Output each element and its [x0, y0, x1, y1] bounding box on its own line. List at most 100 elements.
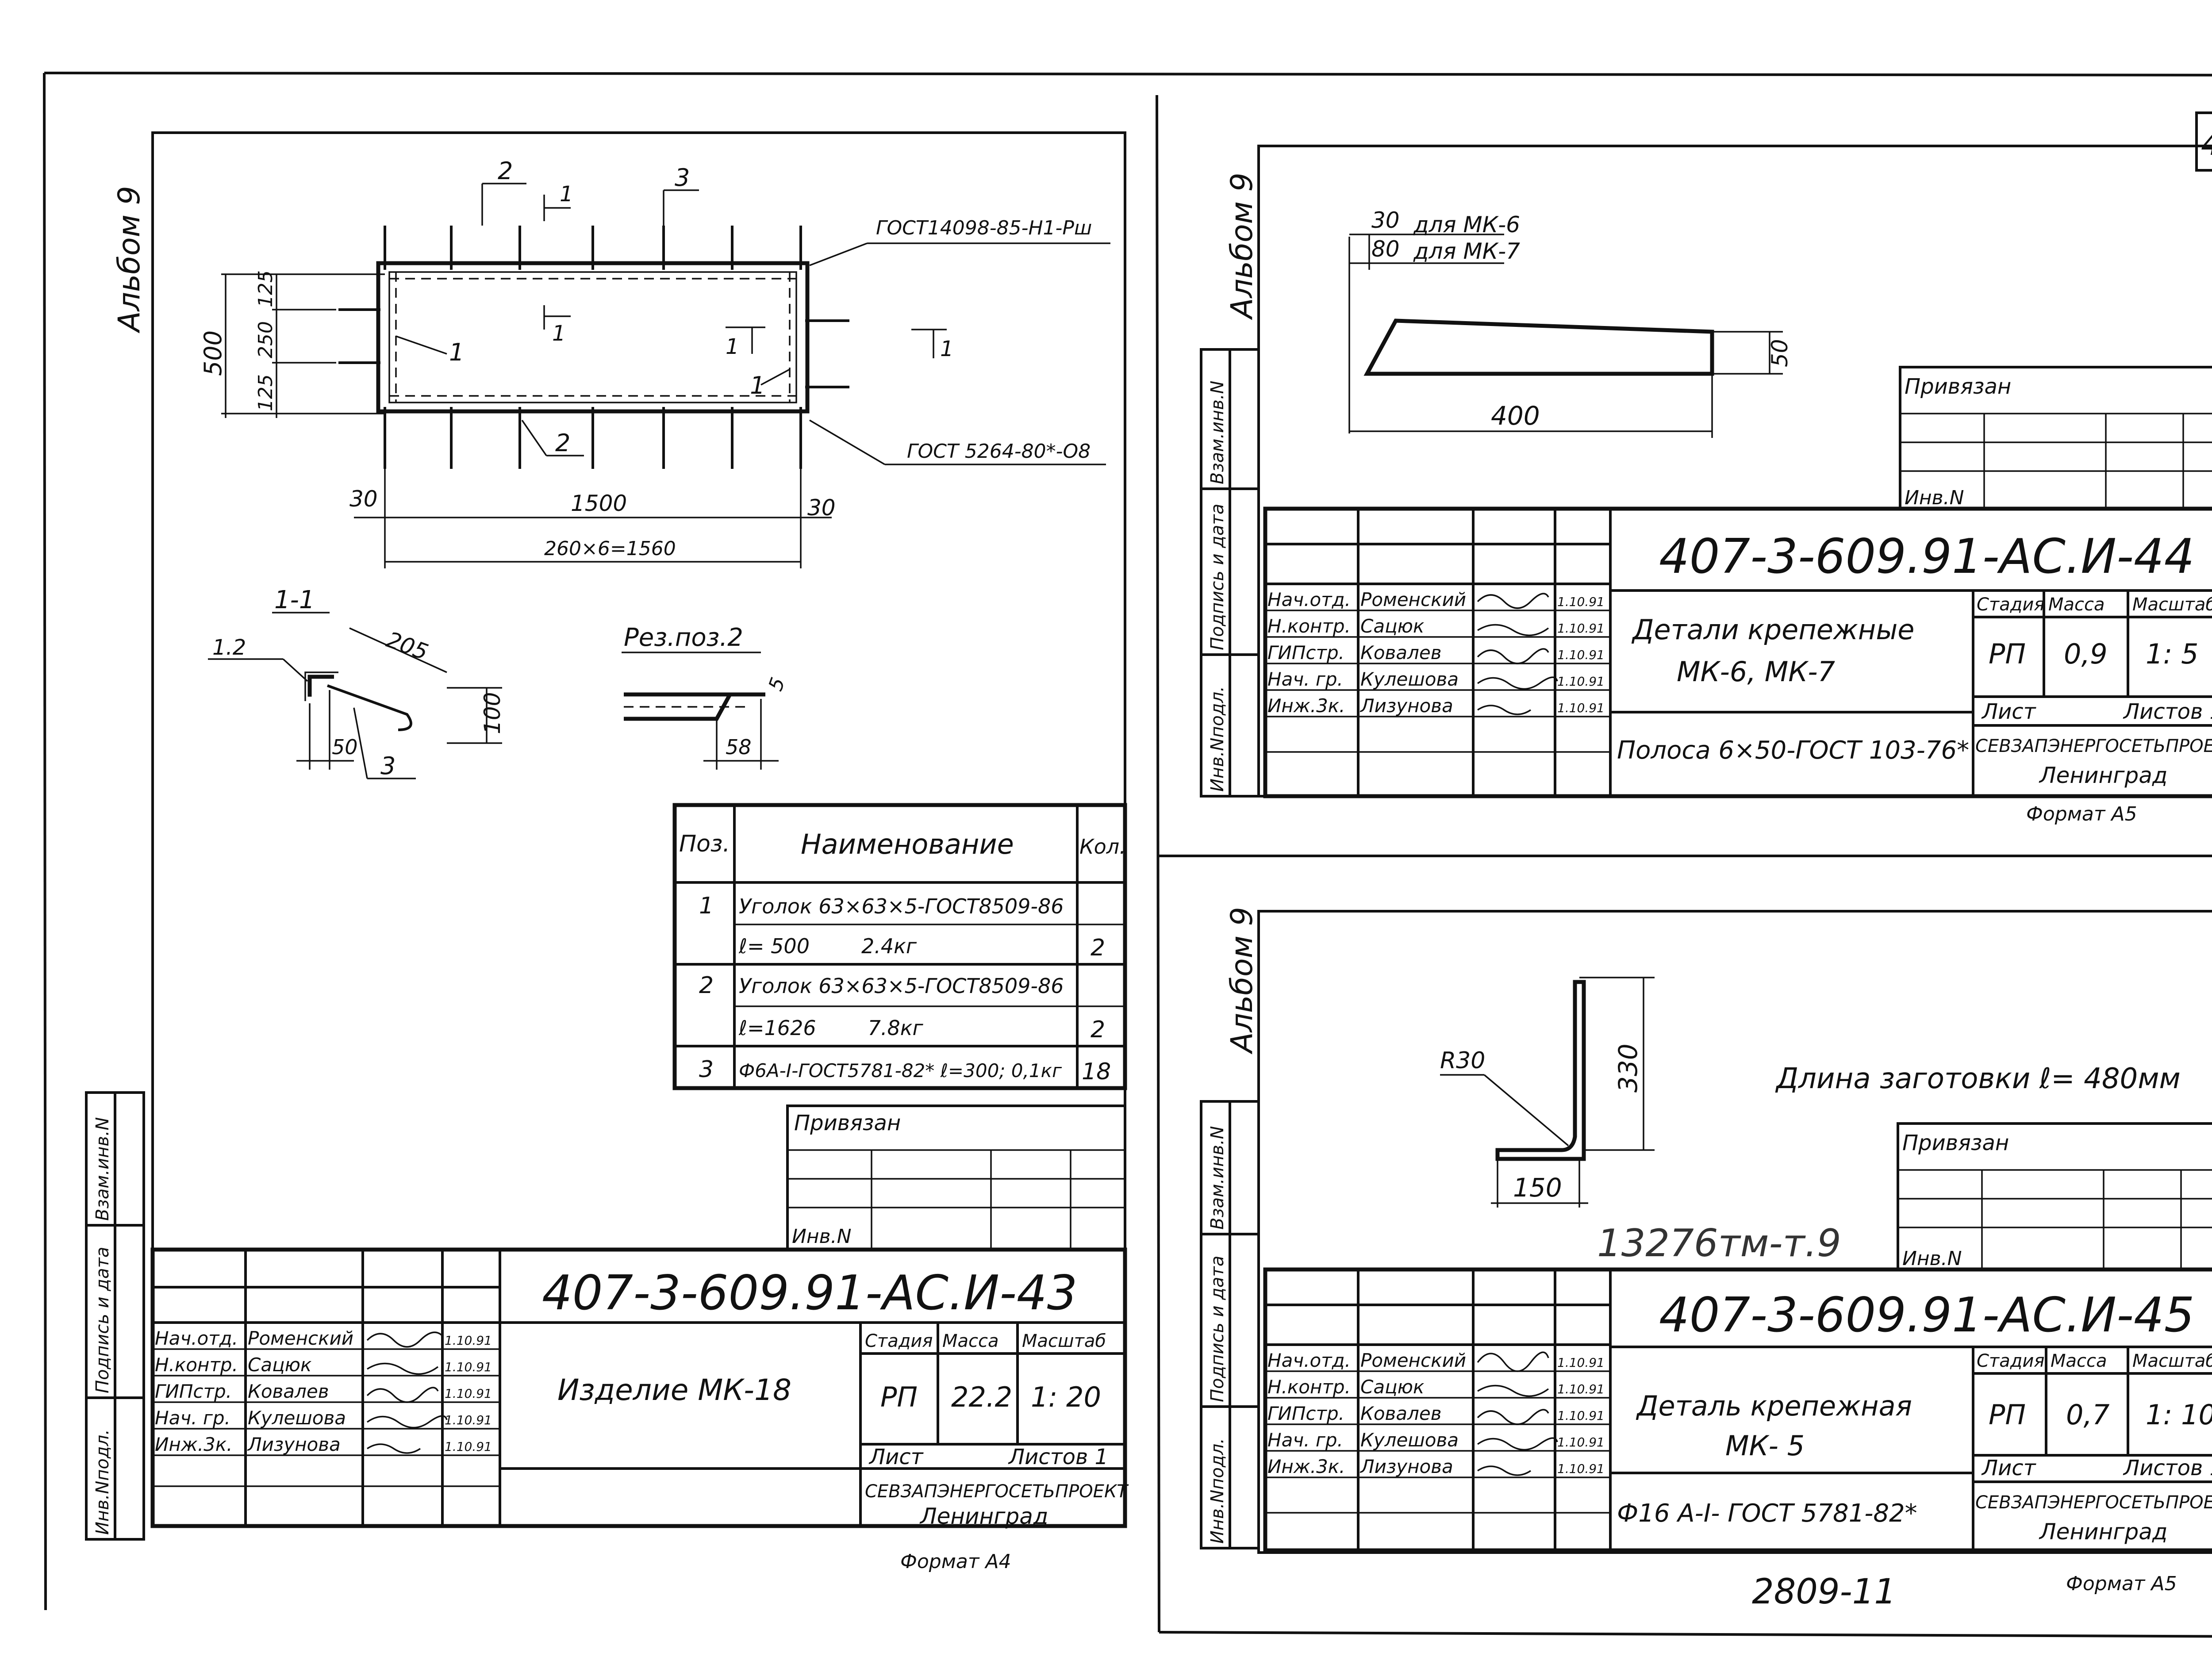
mass-hdr-43: Масса [942, 1331, 999, 1351]
album-label-44: Альбом 9 [1225, 173, 1260, 320]
date-44-5: 1.10.91 [1557, 701, 1605, 715]
material-44: Полоса 6×50-ГОСТ 103-76* [1617, 736, 1969, 765]
dim-100: 100 [480, 692, 505, 734]
role-44-4: Нач. гр. [1267, 668, 1343, 690]
role-45-4: Нач. гр. [1267, 1429, 1343, 1451]
title-block-43: 407-3-609.91-АС.И-43 Изделие МК-18 Стади… [150, 1247, 1129, 1573]
role-44-5: Инж.3к. [1267, 695, 1345, 717]
side-col-replace-44: Взам.инв.N [1207, 381, 1228, 484]
side-col-inv: Инв.Nподл. [92, 1429, 113, 1535]
date-43-4: 1.10.91 [445, 1413, 492, 1427]
r30: R30 [1440, 1047, 1485, 1074]
role-45-1: Нач.отд. [1267, 1350, 1351, 1371]
name-45-4: Кулешова [1360, 1429, 1459, 1451]
pos-1-left: 1 [449, 338, 464, 366]
mass-44: 0,9 [2064, 638, 2108, 670]
city-45: Ленинград [2039, 1519, 2167, 1545]
side-columns-45: Инв.Nподл. Подпись и дата Взам.инв.N [1200, 1100, 1260, 1549]
dim-250: 250 [254, 321, 277, 358]
spec-row-3-name: Уголок 63×63×5-ГОСТ8509-86 [739, 974, 1064, 998]
date-45-4: 1.10.91 [1557, 1435, 1605, 1450]
signatures-44 [1477, 593, 1558, 715]
dim-1500: 1500 [571, 491, 627, 516]
stage-hdr-43: Стадия [865, 1331, 933, 1351]
name-44-4: Кулешова [1360, 668, 1459, 690]
format-45: Формат А5 [2066, 1572, 2177, 1595]
spec-header-qty: Кол. [1079, 835, 1126, 859]
org-45: СЕВЗАПЭНЕРГОСЕТЬПРОЕКТ [1975, 1492, 2212, 1513]
lists-43: Листов 1 [1008, 1445, 1108, 1469]
dim-205: 205 [383, 627, 432, 665]
title-44-line2: МК-6, МК-7 [1677, 656, 1835, 688]
date-43-5: 1.10.91 [445, 1439, 492, 1454]
sect-mark-far: 1 [940, 337, 954, 361]
for-mk7: для МК-7 [1413, 238, 1520, 264]
side-columns-44: Инв.Nподл. Подпись и дата Взам.инв.N [1200, 348, 1260, 798]
dim-total: 260×6=1560 [544, 537, 676, 560]
blank-length: Длина заготовки ℓ= 480мм [1775, 1062, 2181, 1095]
sect-mark-right: 1 [726, 334, 739, 359]
dim-30-strip: 30 [1371, 207, 1400, 233]
role-43-3: ГИПстр. [155, 1381, 232, 1402]
side-col-replace: Взам.инв.N [92, 1117, 113, 1221]
role-43-1: Нач.отд. [155, 1327, 238, 1349]
dim-80-strip: 80 [1371, 236, 1400, 262]
spec-row-2-qty: 2 [1091, 935, 1105, 961]
section-1-1-title: 1-1 [274, 586, 315, 614]
dim-5: 5 [764, 675, 790, 694]
city-43: Ленинград [919, 1503, 1048, 1529]
title-44-line1: Детали крепежные [1631, 614, 1914, 646]
role-45-2: Н.контр. [1267, 1376, 1351, 1398]
material-45: Ф16 А-I- ГОСТ 5781-82* [1617, 1499, 1917, 1528]
cut-pos-2: Рез.поз.2 58 5 [622, 623, 790, 770]
privyazan-43: Привязан Инв.N [786, 1104, 1126, 1251]
date-44-3: 1.10.91 [1557, 648, 1605, 662]
number-stamp: 2809-11 [1752, 1572, 1896, 1612]
mass-45: 0,7 [2066, 1399, 2110, 1431]
stage-hdr-44: Стадия [1977, 594, 2044, 615]
spec-header-name: Наименование [801, 828, 1014, 860]
inv-label-44: Инв.N [1905, 487, 1964, 509]
name-43-2: Сацюк [248, 1354, 312, 1376]
role-44-3: ГИПстр. [1267, 642, 1344, 663]
list-45: Лист [1981, 1456, 2037, 1480]
cut-pos-2-title: Рез.поз.2 [624, 623, 743, 652]
signatures-45 [1477, 1351, 1558, 1476]
org-43: СЕВЗАПЭНЕРГОСЕТЬПРОЕКТ [865, 1481, 1129, 1502]
code-45: 407-3-609.91-АС.И-45 [1659, 1288, 2194, 1343]
role-44-1: Нач.отд. [1267, 589, 1351, 610]
title-block-45: 407-3-609.91-АС.И-45 Деталь крепежная МК… [1263, 1267, 2212, 1595]
spec-row-5-pos: 3 [699, 1056, 714, 1083]
spec-row-5-qty: 18 [1082, 1058, 1111, 1085]
privyazan-44: Привязан Инв.N [1899, 366, 2212, 510]
side-col-inv-45: Инв.Nподл. [1207, 1438, 1228, 1544]
scale-hdr-45: Масштаб [2132, 1351, 2212, 1371]
title-45-line2: МК- 5 [1725, 1430, 1805, 1462]
spec-row-2-name: ℓ= 500 2.4кг [738, 934, 917, 958]
scale-hdr-44: Масштаб [2132, 594, 2212, 615]
page-borders [43, 72, 2212, 1638]
dim-400: 400 [1491, 401, 1540, 431]
spec-row-4-qty: 2 [1091, 1016, 1105, 1043]
date-43-2: 1.10.91 [445, 1360, 492, 1374]
mass-hdr-45: Масса [2051, 1351, 2107, 1371]
stage-43: РП [880, 1381, 918, 1413]
mass-hdr-44: Масса [2048, 594, 2105, 615]
scale-hdr-43: Масштаб [1022, 1331, 1106, 1351]
list-43: Лист [868, 1445, 924, 1469]
inv-label-45: Инв.N [1902, 1247, 1962, 1270]
dim-330: 330 [1613, 1043, 1643, 1093]
date-45-1: 1.10.91 [1557, 1355, 1605, 1370]
spec-row-1-pos: 1 [699, 893, 714, 919]
name-43-3: Ковалев [248, 1381, 329, 1402]
sheet-43: Альбом 9 Инв.Nподл. Подпись и дата Взам.… [85, 131, 1129, 1573]
lists-44: Листов 1 [2123, 699, 2212, 724]
sheet-45: Альбом 9 Инв.Nподл. Подпись и дата Взам.… [1200, 907, 2212, 1595]
album-label-43: Альбом 9 [112, 186, 147, 334]
dim-500: 500 [199, 330, 227, 376]
std-bottom: ГОСТ 5264-80*-О8 [907, 440, 1091, 463]
list-44: Лист [1981, 699, 2037, 724]
name-44-2: Сацюк [1360, 615, 1425, 637]
code-44: 407-3-609.91-АС.И-44 [1659, 529, 2194, 584]
